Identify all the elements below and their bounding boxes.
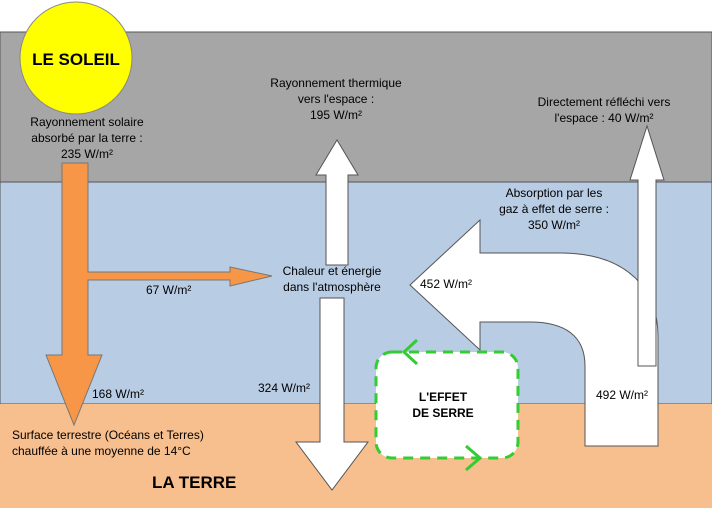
sun [19, 1, 133, 115]
loop-arrow-top [401, 338, 419, 366]
absorption-line3: 350 W/m² [528, 218, 580, 232]
sun-label: LE SOLEIL [32, 50, 120, 69]
value-to-atmosphere: 67 W/m² [146, 283, 191, 297]
surface-line2: chauffée à une moyenne de 14°C [12, 444, 191, 458]
absorption-line1: Absorption par les [506, 186, 603, 200]
value-surface-emission: 492 W/m² [596, 388, 648, 402]
heat-atmosphere-line2: dans l'atmosphère [283, 280, 381, 294]
absorption-line2: gaz à effet de serre : [499, 202, 609, 216]
thermal-line1: Rayonnement thermique [270, 76, 402, 90]
earth-label: LA TERRE [152, 473, 236, 492]
reflected-line2: l'espace : 40 W/m² [555, 111, 654, 125]
value-back-radiation: 452 W/m² [420, 277, 472, 291]
greenhouse-effect-loop [374, 350, 520, 460]
effect-line2: DE SERRE [412, 406, 473, 420]
solar-absorbed-arrow [45, 162, 273, 427]
value-downward: 324 W/m² [258, 381, 310, 395]
atmosphere-to-surface-arrow [295, 297, 369, 491]
thermal-line3: 195 W/m² [310, 108, 362, 122]
reflected-line1: Directement réfléchi vers [538, 95, 671, 109]
solar-absorbed-line1: Rayonnement solaire [30, 115, 144, 129]
value-to-surface: 168 W/m² [92, 387, 144, 401]
loop-arrow-bottom [465, 444, 483, 472]
surface-line1: Surface terrestre (Océans et Terres) [12, 428, 204, 442]
thermal-to-space-arrow [315, 139, 359, 266]
effect-line1: L'EFFET [419, 390, 468, 404]
heat-atmosphere-line1: Chaleur et énergie [283, 264, 382, 278]
solar-absorbed-line3: 235 W/m² [61, 147, 113, 161]
thermal-line2: vers l'espace : [298, 92, 374, 106]
reflected-to-space-arrow [629, 124, 665, 367]
solar-absorbed-line2: absorbé par la terre : [31, 131, 142, 145]
